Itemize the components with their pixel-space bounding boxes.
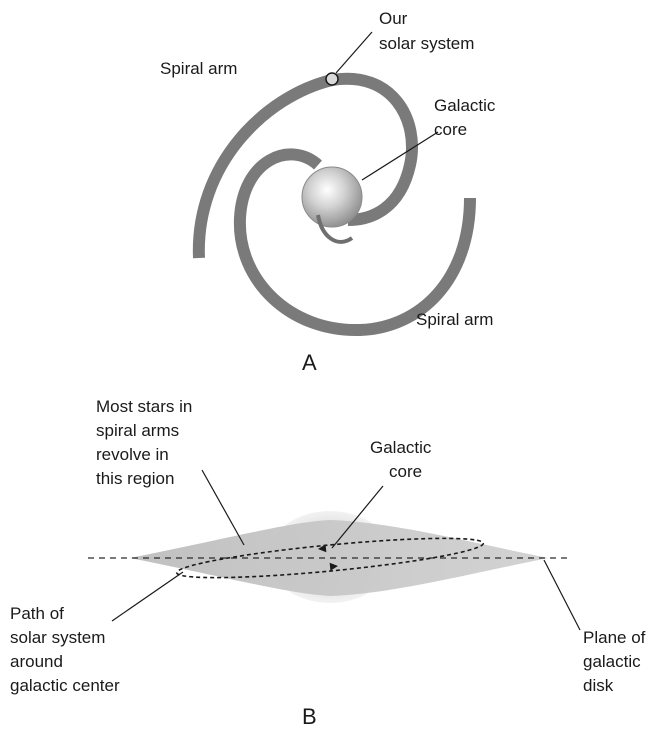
label-galactic-core-b-1: Galactic bbox=[370, 438, 432, 457]
label-path-4: galactic center bbox=[10, 676, 120, 695]
leader-plane bbox=[544, 560, 580, 630]
label-spiral-arm-top: Spiral arm bbox=[160, 59, 237, 78]
label-solar-system-2: solar system bbox=[379, 34, 474, 53]
panel-a: Our solar system Spiral arm Galactic cor… bbox=[160, 9, 496, 375]
label-plane-1: Plane of bbox=[583, 628, 646, 647]
label-stars-1: Most stars in bbox=[96, 397, 192, 416]
solar-system-marker bbox=[326, 73, 338, 85]
leader-solar-path bbox=[112, 572, 183, 621]
label-stars-2: spiral arms bbox=[96, 421, 179, 440]
label-galactic-core-1: Galactic bbox=[434, 96, 496, 115]
label-plane-3: disk bbox=[583, 676, 614, 695]
leader-galactic-core bbox=[362, 132, 438, 180]
label-path-2: solar system bbox=[10, 628, 105, 647]
label-stars-4: this region bbox=[96, 469, 174, 488]
panel-b-label: B bbox=[302, 704, 317, 729]
label-solar-system-1: Our bbox=[379, 9, 408, 28]
leader-solar-system bbox=[336, 32, 372, 73]
label-spiral-arm-bottom: Spiral arm bbox=[416, 310, 493, 329]
label-path-1: Path of bbox=[10, 604, 64, 623]
panel-a-label: A bbox=[302, 350, 317, 375]
leader-stars-region bbox=[202, 470, 244, 545]
label-plane-2: galactic bbox=[583, 652, 641, 671]
panel-b: Most stars in spiral arms revolve in thi… bbox=[10, 397, 646, 729]
galactic-core-sphere bbox=[302, 167, 362, 227]
label-galactic-core-2: core bbox=[434, 120, 467, 139]
label-path-3: around bbox=[10, 652, 63, 671]
label-galactic-core-b-2: core bbox=[389, 462, 422, 481]
label-stars-3: revolve in bbox=[96, 445, 169, 464]
